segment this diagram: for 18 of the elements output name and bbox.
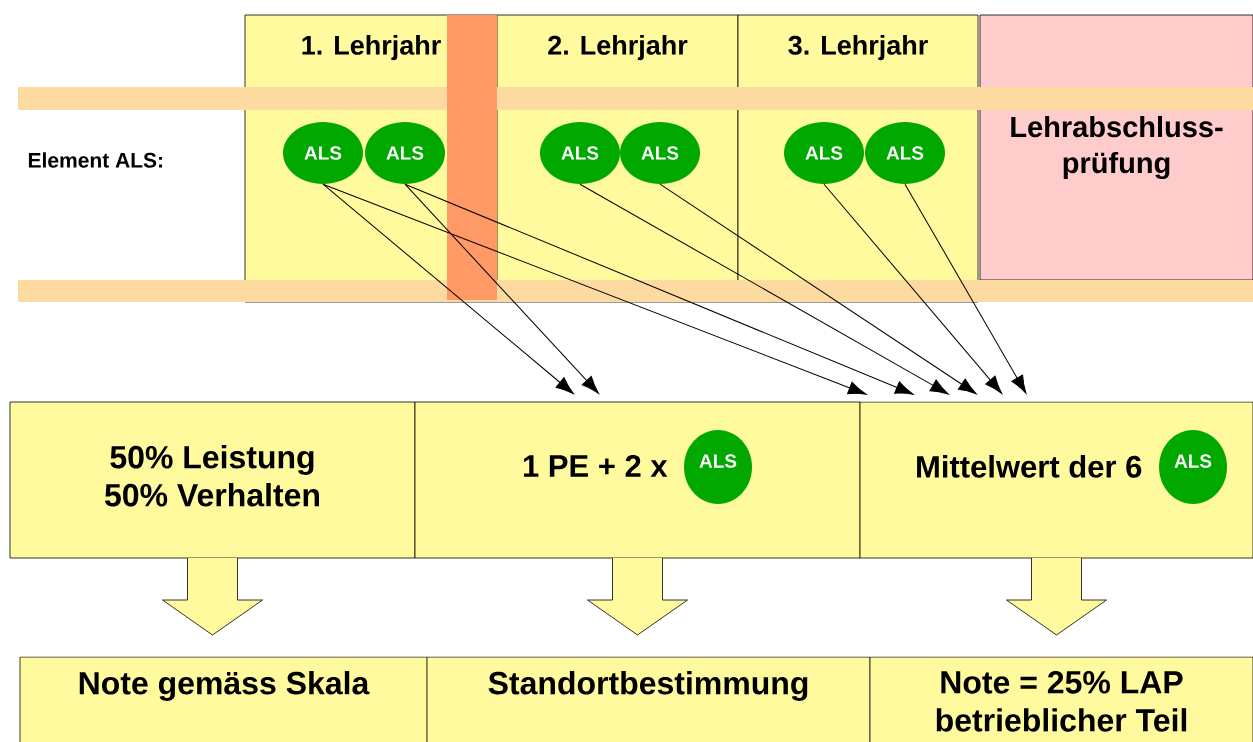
arrow — [322, 183, 867, 395]
arrow — [404, 183, 599, 394]
text-box: Note gemäss Skala — [19, 656, 428, 742]
exam-column: Lehrabschluss-prüfung — [979, 14, 1253, 281]
arrow — [659, 183, 977, 395]
block-arrow — [1006, 557, 1107, 636]
arrow — [404, 183, 914, 395]
node-label: Standortbestimmung — [488, 671, 808, 701]
text-box: Note = 25% LAP betrieblicher Teil — [869, 656, 1253, 742]
block-arrow — [587, 557, 688, 636]
text-box: Standortbestimmung — [426, 656, 871, 742]
text-box: 50% Leistung 50% Verhalten — [9, 401, 416, 559]
arrow — [823, 183, 1003, 394]
arrow — [904, 183, 1027, 394]
arrow — [579, 183, 949, 395]
block-arrow — [162, 557, 263, 636]
arrow — [322, 183, 574, 395]
row-label: Element ALS: — [28, 152, 162, 168]
